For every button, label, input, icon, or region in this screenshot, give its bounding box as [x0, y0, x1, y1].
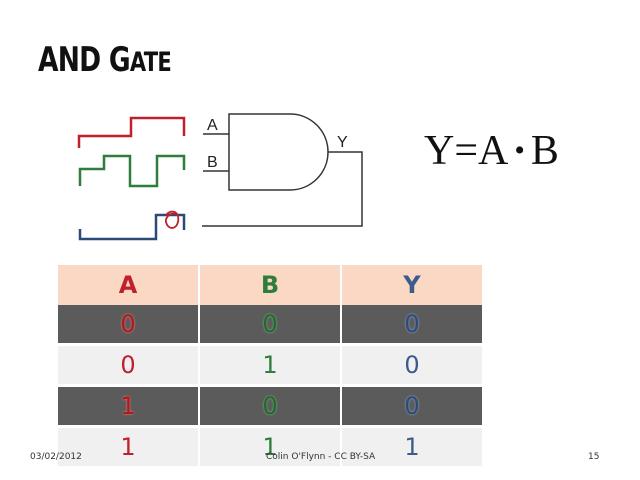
table-row: 0 0 0	[58, 305, 484, 346]
equation-and-operator: •	[514, 134, 525, 167]
cell-b: 0	[200, 305, 342, 346]
truth-table: A B Y 0 0 0 0 1 0 1 0 0 1 1 1	[58, 265, 484, 469]
equation-rhs: B	[530, 128, 559, 174]
slide-title: AND GATE	[38, 40, 172, 80]
footer-author: Colin O'Flynn - CC BY-SA	[266, 452, 376, 462]
waveform-b	[78, 154, 186, 188]
output-wire-y	[202, 151, 363, 227]
equation-lhs: Y=A	[424, 128, 509, 174]
cell-b: 1	[200, 346, 342, 387]
footer-page-number: 15	[588, 452, 600, 462]
cell-b: 0	[200, 387, 342, 428]
truth-table-header: A B Y	[58, 265, 484, 305]
cell-a: 1	[58, 428, 200, 469]
table-row: 1 0 0	[58, 387, 484, 428]
boolean-equation: Y=A•B	[424, 127, 559, 175]
cell-a: 1	[58, 387, 200, 428]
cell-y: 1	[342, 428, 484, 469]
cell-a: 0	[58, 305, 200, 346]
header-b: B	[200, 265, 342, 305]
slide-title-small-caps: ATE	[129, 47, 172, 78]
cell-y: 0	[342, 305, 484, 346]
slide-title-main: AND G	[38, 40, 131, 80]
annotation-scribble	[164, 210, 180, 229]
table-row: 1 1 1	[58, 428, 484, 469]
header-y: Y	[342, 265, 484, 305]
and-gate-symbol	[228, 113, 329, 191]
output-label-y: Y	[337, 134, 348, 151]
cell-b: 1	[200, 428, 342, 469]
waveform-y	[78, 213, 186, 241]
cell-a: 0	[58, 346, 200, 387]
table-row: 0 1 0	[58, 346, 484, 387]
header-a: A	[58, 265, 200, 305]
footer-date: 03/02/2012	[30, 452, 82, 462]
input-label-a: A	[207, 117, 218, 134]
cell-y: 0	[342, 387, 484, 428]
input-label-b: B	[207, 154, 218, 171]
cell-y: 0	[342, 346, 484, 387]
waveform-a	[77, 116, 186, 148]
